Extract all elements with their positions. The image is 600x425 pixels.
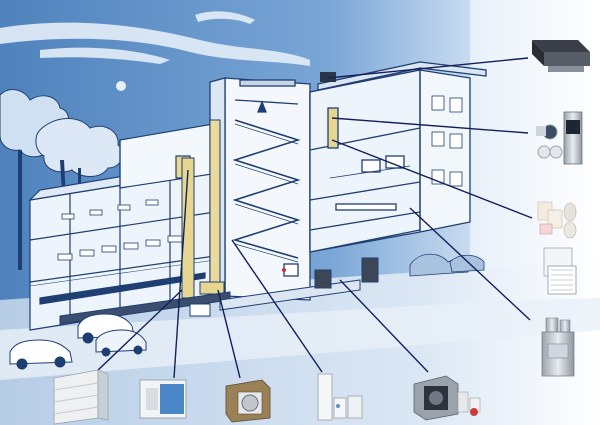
leader-lines bbox=[95, 57, 533, 379]
filter-pack-icon bbox=[537, 201, 577, 239]
roof-fan-on-building bbox=[320, 72, 336, 82]
centrifugal-fan-icon bbox=[413, 375, 481, 421]
silencer-icon bbox=[53, 369, 109, 425]
right-wing bbox=[309, 61, 487, 253]
left-trees bbox=[0, 89, 124, 270]
cars bbox=[9, 313, 147, 370]
control-panel-icon bbox=[317, 373, 363, 421]
moon-icon bbox=[116, 81, 126, 91]
inline-fan-icon bbox=[536, 111, 583, 165]
box-fan-icon bbox=[225, 379, 271, 423]
grille-icon bbox=[543, 247, 577, 295]
roof-fan-icon bbox=[532, 40, 590, 72]
air-handler-icon bbox=[541, 317, 575, 377]
fan-coil-icon bbox=[139, 379, 187, 419]
central-stair-tower bbox=[209, 77, 311, 301]
right-bushes bbox=[409, 253, 485, 277]
clouds bbox=[0, 11, 310, 66]
